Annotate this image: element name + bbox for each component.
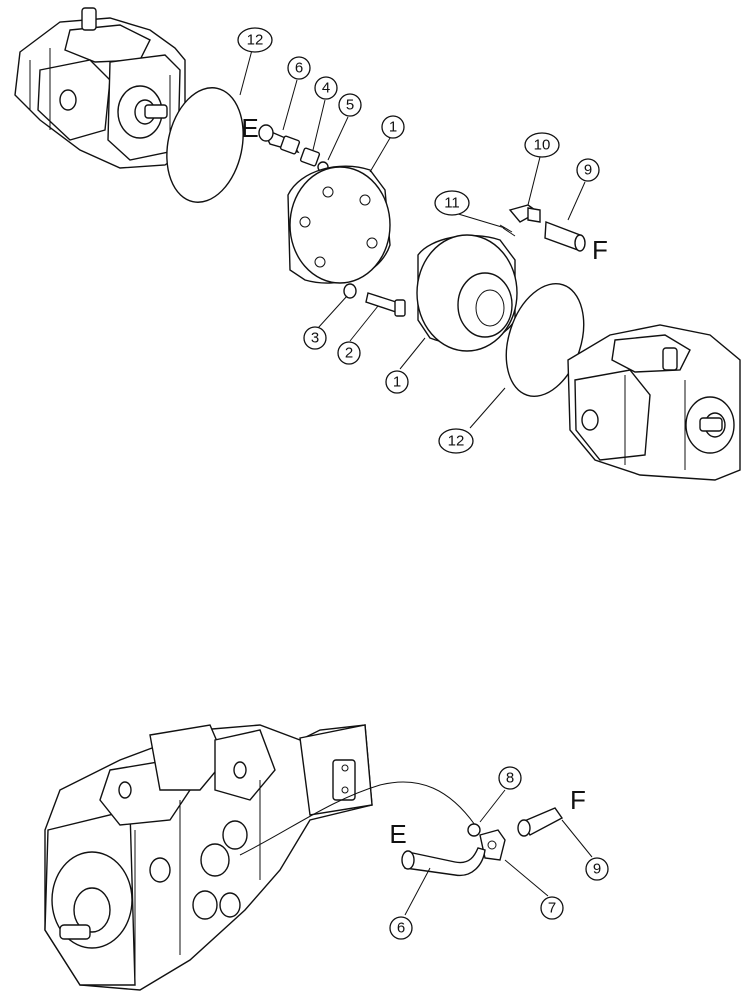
callout-9-lower: 9 — [585, 857, 609, 881]
hydraulic-pump-lower-right — [567, 324, 741, 481]
callout-4: 4 — [314, 76, 338, 100]
fitting-4 — [299, 147, 321, 167]
o-ring-8 — [467, 823, 481, 837]
svg-text:1: 1 — [393, 374, 401, 391]
svg-text:5: 5 — [346, 97, 354, 114]
svg-text:6: 6 — [295, 60, 303, 77]
callout-2: 2 — [337, 341, 361, 365]
svg-text:12: 12 — [448, 433, 465, 450]
coupling-flange-1-upper — [287, 165, 391, 284]
hose-line — [239, 781, 476, 856]
svg-text:10: 10 — [534, 137, 551, 154]
callout-7: 7 — [540, 896, 564, 920]
callout-12-upper: 12 — [237, 27, 273, 53]
callout-1-upper: 1 — [381, 115, 405, 139]
letter-f-top: F — [592, 235, 608, 265]
tandem-pump-assembly — [44, 724, 373, 991]
pin-11 — [499, 224, 516, 237]
svg-text:9: 9 — [593, 861, 601, 878]
svg-text:11: 11 — [444, 195, 460, 212]
letter-e-bottom: E — [389, 819, 406, 849]
callout-3: 3 — [303, 326, 327, 350]
callout-11: 11 — [434, 190, 470, 216]
svg-text:8: 8 — [506, 770, 514, 787]
callout-5: 5 — [338, 93, 362, 117]
elbow-fitting-6-bottom — [401, 847, 486, 877]
hydraulic-pump-upper-left — [14, 7, 186, 169]
callout-12-lower: 12 — [438, 428, 474, 454]
coupling-hub-1-lower — [416, 234, 518, 352]
letter-f-bottom: F — [570, 785, 586, 815]
svg-text:6: 6 — [397, 920, 405, 937]
svg-text:1: 1 — [389, 119, 397, 136]
svg-text:7: 7 — [548, 900, 556, 917]
hose-fitting-9-bottom — [517, 807, 564, 837]
svg-text:2: 2 — [345, 345, 353, 362]
svg-text:12: 12 — [247, 32, 264, 49]
leader-lines — [239, 49, 593, 916]
bolt-2 — [365, 292, 406, 317]
callouts: 12 6 4 5 1 10 9 11 3 2 1 12 8 6 7 9 — [237, 27, 609, 940]
elbow-fitting-10 — [508, 204, 541, 223]
gasket-left — [166, 87, 244, 203]
callout-8: 8 — [498, 766, 522, 790]
hose-fitting-9-top — [544, 221, 586, 252]
svg-text:3: 3 — [311, 330, 319, 347]
svg-text:9: 9 — [584, 162, 592, 179]
callout-9-upper: 9 — [576, 158, 600, 182]
callout-1-lower: 1 — [385, 370, 409, 394]
callout-6-upper: 6 — [287, 56, 311, 80]
fitting-6-top — [258, 124, 301, 155]
washer-3 — [343, 283, 357, 299]
svg-text:4: 4 — [322, 80, 330, 97]
callout-10: 10 — [524, 132, 560, 158]
callout-6-lower: 6 — [389, 916, 413, 940]
letter-e-top: E — [241, 113, 258, 143]
gasket-right — [505, 283, 585, 397]
